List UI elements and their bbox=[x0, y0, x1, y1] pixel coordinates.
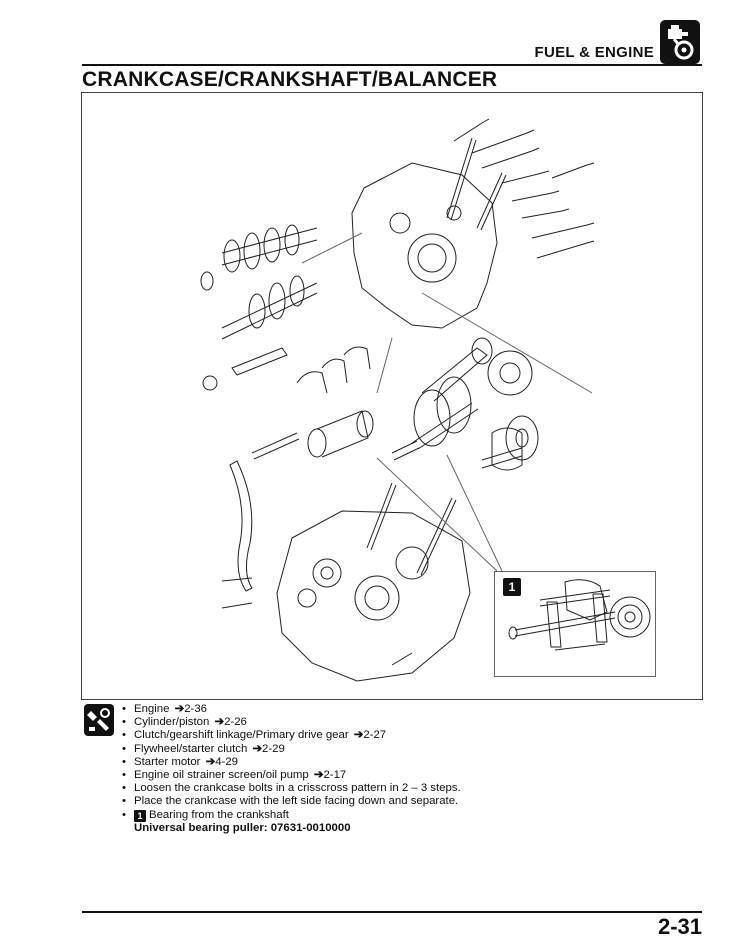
engine-tab-icon bbox=[660, 20, 700, 64]
bearing-puller-drawing bbox=[508, 579, 651, 651]
right-crankcase-half bbox=[351, 162, 498, 329]
step-item: Place the crankcase with the left side f… bbox=[120, 795, 660, 808]
step-item: Engine ➔2-36 bbox=[120, 703, 660, 716]
special-tool: Universal bearing puller: 07631-0010000 bbox=[134, 822, 351, 834]
crankshaft bbox=[391, 337, 533, 461]
step-item: Engine oil strainer screen/oil pump ➔2-1… bbox=[120, 769, 660, 782]
step-item: Starter motor ➔4-29 bbox=[120, 756, 660, 769]
cam-chain-tensioner bbox=[229, 460, 253, 592]
tools-icon bbox=[83, 703, 115, 737]
step-item: Flywheel/starter clutch ➔2-29 bbox=[120, 743, 660, 756]
arrow-right-icon: ➔ bbox=[214, 716, 225, 729]
arrow-right-icon: ➔ bbox=[205, 755, 216, 768]
arrow-right-icon: ➔ bbox=[174, 703, 185, 715]
right-case-bolts bbox=[453, 118, 595, 259]
exploded-view-drawing bbox=[200, 118, 595, 682]
callout-number: 1 bbox=[503, 578, 521, 596]
callout-badge: 1 bbox=[134, 809, 146, 822]
procedure-steps: Engine ➔2-36 Cylinder/piston ➔2-26 Clutc… bbox=[120, 703, 660, 822]
transmission-shafts bbox=[200, 224, 318, 340]
header-rule bbox=[82, 64, 702, 66]
section-label: FUEL & ENGINE bbox=[534, 44, 654, 61]
arrow-right-icon: ➔ bbox=[252, 742, 263, 755]
arrow-right-icon: ➔ bbox=[313, 769, 324, 782]
bearing-puller-callout: 1 bbox=[494, 571, 656, 677]
page-title: CRANKCASE/CRANKSHAFT/BALANCER bbox=[82, 68, 498, 91]
footer-rule bbox=[82, 911, 702, 913]
exploded-view-figure: 1 bbox=[81, 92, 703, 700]
step-item: Clutch/gearshift linkage/Primary drive g… bbox=[120, 729, 660, 742]
step-item: Cylinder/piston ➔2-26 bbox=[120, 716, 660, 729]
shift-drum-and-forks bbox=[202, 346, 374, 460]
left-crankcase-half bbox=[276, 482, 471, 682]
balancer-shaft bbox=[481, 415, 539, 471]
arrow-right-icon: ➔ bbox=[353, 729, 364, 742]
step-item: Loosen the crankcase bolts in a crisscro… bbox=[120, 782, 660, 795]
page-number: 2-31 bbox=[657, 914, 702, 939]
